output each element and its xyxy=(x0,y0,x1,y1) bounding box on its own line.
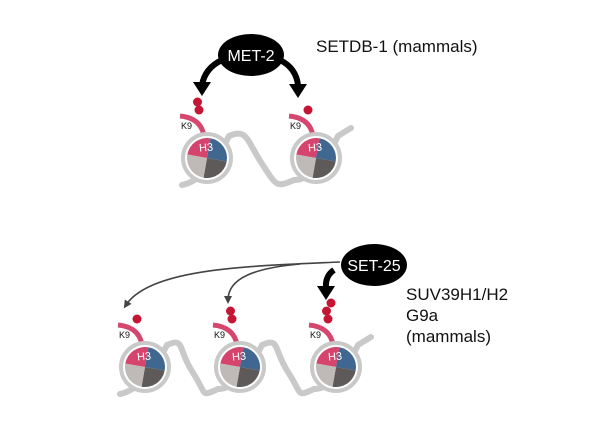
h3-label: H3 xyxy=(137,350,152,363)
h3-quadrant xyxy=(296,138,320,158)
methyl-group xyxy=(226,306,235,316)
suv39-homolog-label: SUV39H1/H2 G9a (mammals) xyxy=(406,284,508,347)
methyl-group xyxy=(326,298,336,308)
histone-quadrant-blue xyxy=(316,138,336,162)
methyl-group xyxy=(303,105,313,115)
histone-quadrant-dark xyxy=(141,367,165,387)
met2-arrow-right xyxy=(278,57,301,86)
h3-label: H3 xyxy=(232,350,247,363)
histone-octamer: H3 xyxy=(125,347,165,387)
methyl-group xyxy=(322,306,331,316)
homolog-line: (mammals) xyxy=(406,327,491,346)
histone-quadrant-blue xyxy=(336,347,356,371)
k9-label: K9 xyxy=(290,121,301,131)
histone-octamer: H3 xyxy=(296,138,336,178)
h3-quadrant xyxy=(125,347,149,367)
homolog-line: SUV39H1/H2 xyxy=(406,285,509,304)
set25-arrow-thin-2 xyxy=(224,263,301,304)
histone-octamer: H3 xyxy=(187,138,227,178)
k9-label: K9 xyxy=(181,121,192,131)
k9-label: K9 xyxy=(119,330,130,340)
h3-label: H3 xyxy=(199,141,214,154)
homolog-line: G9a xyxy=(406,306,439,325)
histone-quadrant-dark xyxy=(332,367,356,387)
histone-octamer: H3 xyxy=(316,347,356,387)
arrowhead xyxy=(289,84,307,98)
met2-arrow-left xyxy=(199,57,224,86)
histone-quadrant-light xyxy=(220,363,240,387)
histone-quadrant-dark xyxy=(236,367,260,387)
arrows xyxy=(123,57,341,309)
h3-quadrant xyxy=(316,347,340,367)
set25-arrow-thin-1 xyxy=(123,261,341,309)
set-25-label: SET-25 xyxy=(347,258,400,275)
histone-quadrant-blue xyxy=(240,347,260,371)
methyl-group xyxy=(323,314,333,324)
h3-quadrant xyxy=(220,347,244,367)
histone-quadrant-dark xyxy=(203,158,227,178)
h3-quadrant xyxy=(187,138,211,158)
set-25-enzyme: SET-25 xyxy=(341,244,407,286)
histone-quadrant-light xyxy=(316,363,336,387)
methyl-group xyxy=(194,105,204,115)
k9-label: K9 xyxy=(310,330,321,340)
histone-quadrant-light xyxy=(187,154,207,178)
histone-quadrant-blue xyxy=(145,347,165,371)
set25-arrow-thick xyxy=(322,267,336,289)
setdb1-homolog-label: SETDB-1 (mammals) xyxy=(316,37,478,56)
histone-quadrant-light xyxy=(125,363,145,387)
methyl-group xyxy=(193,97,202,107)
methyl-group xyxy=(132,314,142,324)
h3-label: H3 xyxy=(308,141,323,154)
h3-label: H3 xyxy=(328,350,343,363)
histone-quadrant-blue xyxy=(207,138,227,162)
k9-label: K9 xyxy=(214,330,225,340)
met-2-label: MET-2 xyxy=(227,48,274,65)
histone-quadrant-light xyxy=(296,154,316,178)
methyl-group xyxy=(227,314,237,324)
arrowhead xyxy=(317,286,335,300)
met-2-enzyme: MET-2 xyxy=(218,34,284,76)
histone-quadrant-dark xyxy=(312,158,336,178)
histone-octamer: H3 xyxy=(220,347,260,387)
arrowhead xyxy=(193,82,211,96)
